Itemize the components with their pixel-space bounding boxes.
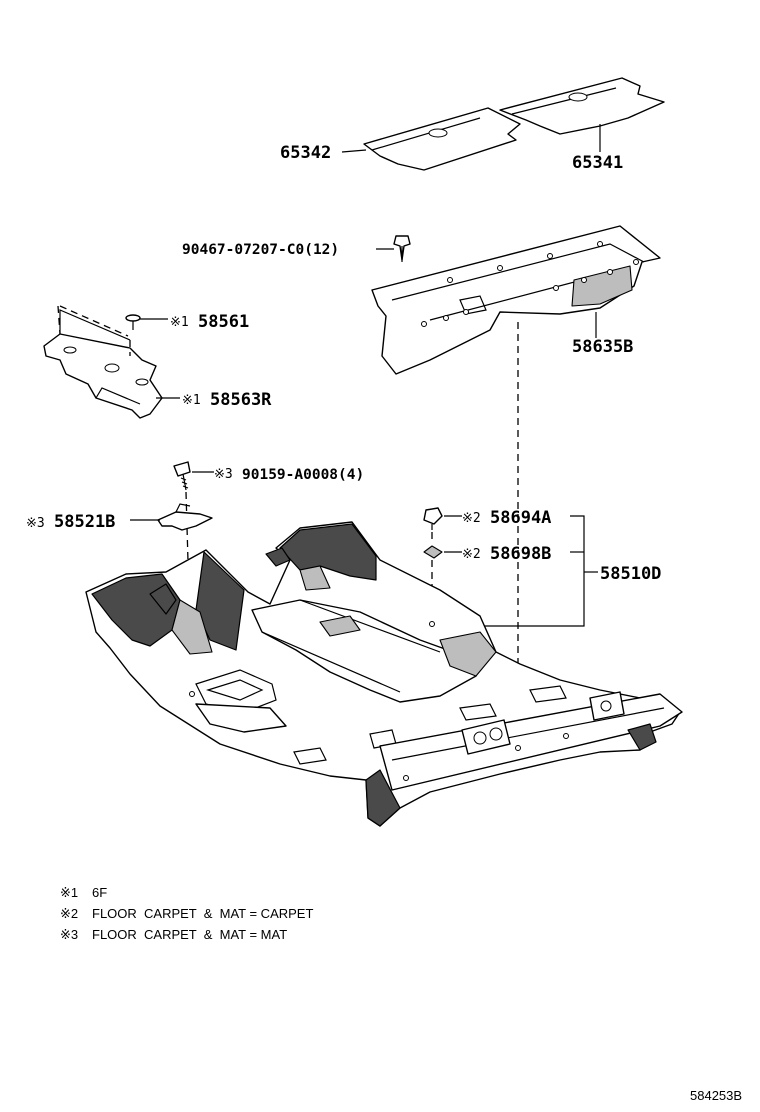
part-number-58635B: 58635B — [572, 337, 633, 357]
retainer-58698B-drawing — [423, 545, 443, 559]
note-mark: ※3 — [60, 927, 78, 942]
part-number-65341: 65341 — [572, 153, 623, 173]
note-text: FLOOR CARPET & MAT = MAT — [92, 927, 287, 942]
bracket-58521B-drawing — [157, 503, 213, 531]
part-number-58698B: 58698B — [490, 544, 551, 564]
clip-58694A-drawing — [423, 507, 443, 530]
part-number-90467: 90467-07207-C0(12) — [182, 242, 339, 258]
note-mark-2: ※2 — [462, 511, 481, 526]
clip-90467-drawing — [393, 235, 411, 262]
note-text: FLOOR CARPET & MAT = CARPET — [92, 906, 313, 921]
note-mark-1: ※1 — [182, 393, 201, 408]
part-number-58521B: 58521B — [54, 512, 115, 532]
part-number-58510D: 58510D — [600, 564, 661, 584]
part-number-58694A: 58694A — [490, 508, 551, 528]
note-text: 6F — [92, 885, 107, 900]
part-number-58561: 58561 — [198, 312, 249, 332]
note-mark: ※1 — [60, 885, 78, 900]
diagram-reference-number: 584253B — [690, 1088, 742, 1103]
notes-list: ※1 6F ※2 FLOOR CARPET & MAT = CARPET ※3 … — [60, 885, 313, 942]
note-mark-2: ※2 — [462, 547, 481, 562]
part-number-58563R: 58563R — [210, 390, 272, 410]
part-number-65342: 65342 — [280, 143, 331, 163]
note-mark-1: ※1 — [170, 315, 189, 330]
bolt-90159-drawing — [173, 461, 191, 491]
note-mark-3: ※3 — [214, 467, 233, 482]
clip-58561-drawing — [125, 314, 141, 330]
note-mark-3: ※3 — [26, 516, 45, 531]
floor-carpet-58510D-drawing — [85, 521, 683, 827]
rear-box-58635B-drawing — [371, 225, 661, 375]
silencer-58563R-drawing — [43, 305, 163, 419]
mat-65341-drawing — [499, 77, 665, 135]
mat-65342-drawing — [363, 107, 521, 171]
note-mark: ※2 — [60, 906, 78, 921]
part-number-90159: 90159-A0008(4) — [242, 467, 364, 483]
